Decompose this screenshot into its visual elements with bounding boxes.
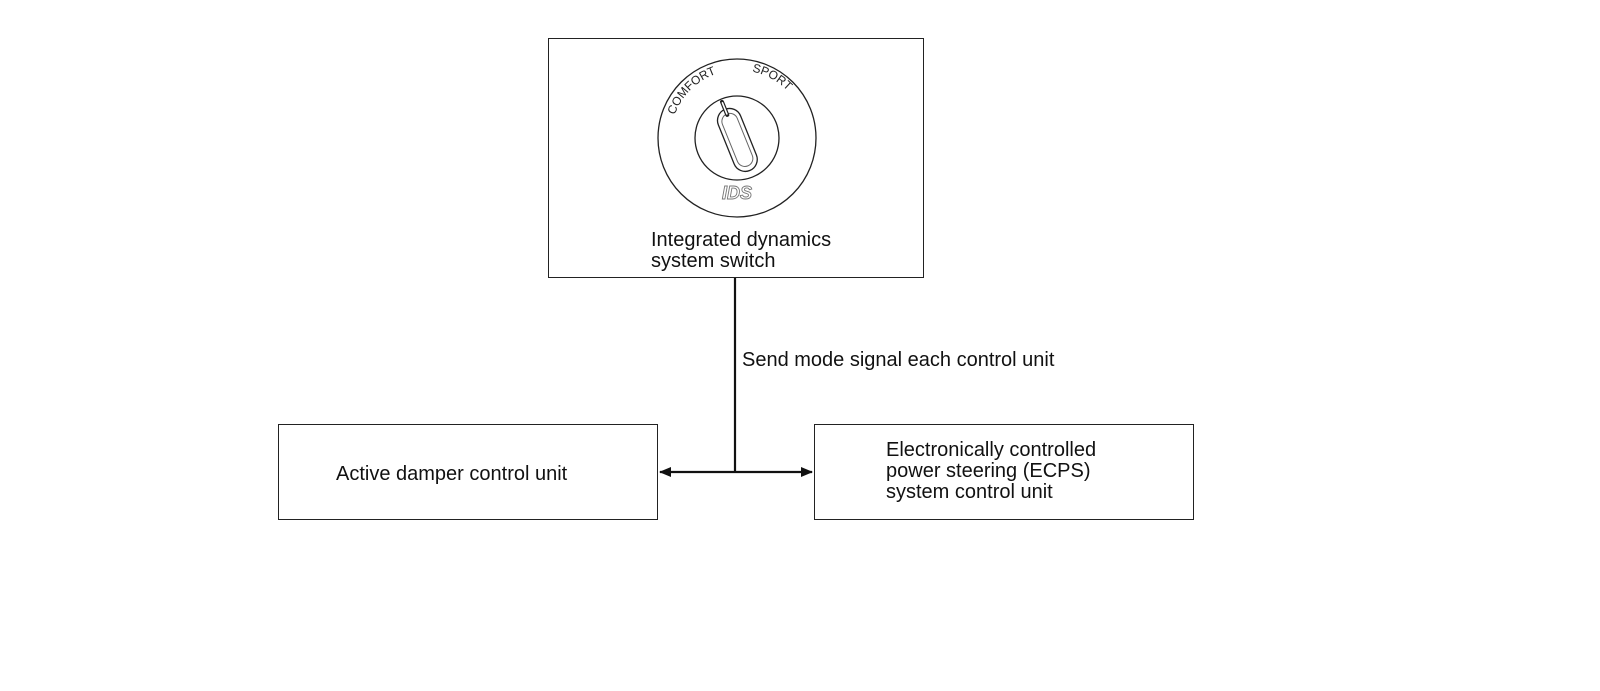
knob-outer-ring <box>657 58 817 218</box>
switch-label: Integrated dynamics system switch <box>651 230 831 272</box>
integrated-dynamics-switch-box: COMFORT SPORT IDS Integrated dynamics sy… <box>548 38 924 278</box>
ecps-label-line-2: power steering (ECPS) <box>886 460 1091 482</box>
damper-label: Active damper control unit <box>336 463 568 485</box>
signal-label: Send mode signal each control unit <box>742 349 1055 371</box>
ids-rotary-knob-icon: COMFORT SPORT IDS <box>657 58 817 218</box>
sport-mode-label: SPORT <box>751 61 795 94</box>
knob-inner-ring <box>694 95 780 181</box>
ecps-control-unit-box: Electronically controlled power steering… <box>814 424 1194 520</box>
ecps-label-line-1: Electronically controlled <box>886 439 1097 461</box>
switch-label-line-2: system switch <box>651 250 776 272</box>
switch-label-line-1: Integrated dynamics <box>651 229 832 251</box>
active-damper-control-unit-box: Active damper control unit <box>278 424 658 520</box>
comfort-mode-label: COMFORT <box>664 63 718 116</box>
ecps-label: Electronically controlled power steering… <box>886 440 1096 503</box>
ecps-label-line-3: system control unit <box>886 481 1053 503</box>
knob-grip-icon <box>716 99 758 173</box>
ids-badge-label: IDS <box>722 183 752 203</box>
